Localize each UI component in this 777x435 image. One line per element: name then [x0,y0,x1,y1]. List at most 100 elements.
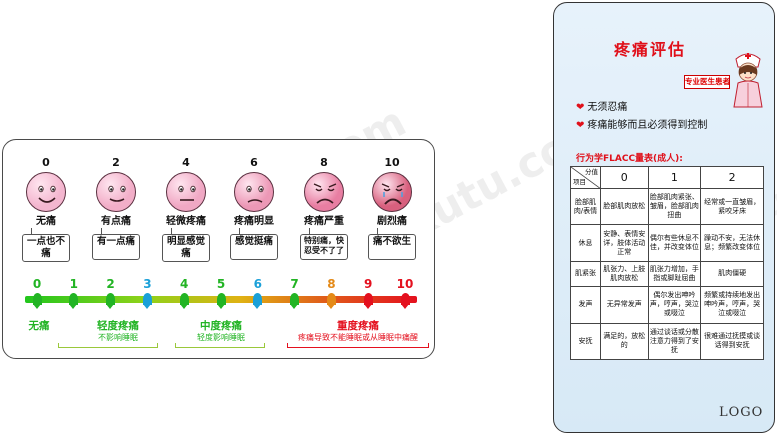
scale-tick [142,293,152,309]
heart-icon: ❤ [576,102,585,113]
corner-item-label: 项目 [573,178,586,186]
scale-tick [106,293,116,309]
scale-tick [363,293,373,309]
flacc-score-header: 1 [647,166,702,189]
flacc-cell: 脸部肌肉紧张、皱眉，脸部肌肉扭曲 [647,187,702,226]
flacc-cell: 满足的，放松的 [600,322,649,361]
scale-number: 0 [32,277,42,291]
face-icon [166,172,206,212]
scale-tick [253,293,263,309]
face-item: 10 剧烈痛痛不欲生 [359,156,425,260]
flacc-table: 分值 项目 0 1 2 脸部肌肉/表情 脸部肌肉放松 脸部肌肉紧张、皱眉，脸部肌… [570,166,764,361]
flacc-table-title: 行为学FLACC量表(成人): [576,154,683,164]
corner-score-label: 分值 [585,168,598,176]
scale-tick [326,293,336,309]
flacc-cell: 脸部肌肉放松 [600,187,649,226]
flacc-item: 发声 [570,286,601,324]
scale-tick [290,293,300,309]
category-moderate-label: 中度疼痛 [200,320,242,332]
flacc-cell: 躁动不安，无法休息；频繁改变体位 [700,224,764,262]
face-icon [234,172,274,212]
face-score: 6 [250,156,258,169]
scale-number: 5 [216,277,226,291]
flacc-corner-cell: 分值 项目 [570,166,601,189]
flacc-item: 脸部肌肉/表情 [570,187,601,226]
category-mild-bracket [58,343,158,348]
face-item: 6 疼痛明显感觉挺痛 [221,156,287,260]
face-item: 2 有点痛有一点痛 [83,156,149,260]
face-icon [372,172,412,212]
category-severe-label: 重度疼痛 [337,320,379,332]
flacc-cell: 无异常发声 [600,286,649,324]
scale-tick [32,293,42,309]
category-mild-label: 轻度疼痛 [97,320,139,332]
scale-number: 2 [106,277,115,291]
face-score: 0 [42,156,50,169]
category-none-label: 无痛 [28,320,50,332]
face-score: 10 [384,156,400,169]
flacc-item: 肌紧张 [570,260,601,288]
flacc-cell: 偶尔发出呻吟声，哼声，哭泣或啜泣 [647,286,702,324]
flacc-score-header: 2 [700,166,764,189]
doctor-patient-stamp: 专业医生患者 [684,75,730,89]
face-label: 疼痛严重 [304,216,344,227]
scale-number: 8 [327,277,336,291]
face-icon [304,172,344,212]
flacc-item: 休息 [570,224,601,262]
bullet-item: ❤无须忍痛 [576,102,628,113]
face-label: 无痛 [36,216,56,227]
flacc-cell: 经常或一直皱眉，紧咬牙床 [700,187,764,226]
flacc-row: 肌紧张 肌张力、上肢肌肉放松 肌张力增加，手指或脚趾屈曲 肌肉僵硬 [570,260,764,288]
speech-bubble: 一点也不痛 [22,228,70,262]
face-score: 8 [320,156,328,169]
scale-number: 1 [69,277,78,291]
category-moderate-sub: 轻度影响睡眠 [197,333,245,342]
scale-tick [216,293,226,309]
scale-number: 3 [143,277,152,291]
flacc-row: 脸部肌肉/表情 脸部肌肉放松 脸部肌肉紧张、皱眉，脸部肌肉扭曲 经常或一直皱眉，… [570,187,764,226]
speech-bubble: 明显感觉痛 [162,228,210,262]
flacc-cell: 通过谈话或分散注意力得到了安抚 [647,322,702,361]
pain-assessment-card: 疼痛评估 专业医生患者 ❤无须忍痛 ❤疼痛能够而且必须得到控制 行为学FLACC… [553,2,775,433]
face-icon [96,172,136,212]
nurse-illustration [733,53,763,108]
flacc-cell: 频繁或持续地发出呻吟声，哼声，哭泣或啜泣 [700,286,764,324]
speech-bubble: 特别痛，快忍受不了了 [300,228,348,260]
face-label: 有点痛 [101,216,131,227]
face-label: 剧烈痛 [377,216,407,227]
flacc-score-header: 0 [600,166,649,189]
logo: LOGO [719,405,764,420]
face-item: 8 疼痛严重特别痛，快忍受不了了 [291,156,357,260]
speech-bubble: 有一点痛 [92,228,140,260]
face-icon [26,172,66,212]
face-score: 2 [112,156,120,169]
speech-bubble: 痛不欲生 [368,228,416,260]
scale-number: 9 [364,277,373,291]
heart-icon: ❤ [576,120,585,131]
scale-number: 4 [180,277,189,291]
pain-scale-bar [25,293,417,309]
face-label: 疼痛明显 [234,216,274,227]
scale-tick [400,293,410,309]
flacc-row: 安抚 满足的，放松的 通过谈话或分散注意力得到了安抚 很难通过抚摸或谈话得到安抚 [570,322,764,361]
flacc-row: 发声 无异常发声 偶尔发出呻吟声，哼声，哭泣或啜泣 频繁或持续地发出呻吟声，哼声… [570,286,764,324]
flacc-cell: 肌肉僵硬 [700,260,764,288]
flacc-cell: 肌张力、上肢肌肉放松 [600,260,649,288]
scale-tick [179,293,189,309]
bullet-item: ❤疼痛能够而且必须得到控制 [576,120,708,131]
category-moderate-bracket [175,343,265,348]
category-severe-sub: 疼痛导致不能睡眠或从睡眠中痛醒 [298,333,418,342]
flacc-cell: 肌张力增加，手指或脚趾屈曲 [647,260,702,288]
speech-bubble: 感觉挺痛 [230,228,278,260]
flacc-cell: 偶尔有些休息不佳，并改变体位 [647,224,702,262]
flacc-item: 安抚 [570,322,601,361]
flacc-cell: 安静、表情安详，肢体活动正常 [600,224,649,262]
flacc-row: 休息 安静、表情安详，肢体活动正常 偶尔有些休息不佳，并改变体位 躁动不安，无法… [570,224,764,262]
card-title: 疼痛评估 [614,40,687,59]
scale-tick [69,293,79,309]
category-mild-sub: 不影响睡眠 [98,333,138,342]
face-score: 4 [182,156,190,169]
